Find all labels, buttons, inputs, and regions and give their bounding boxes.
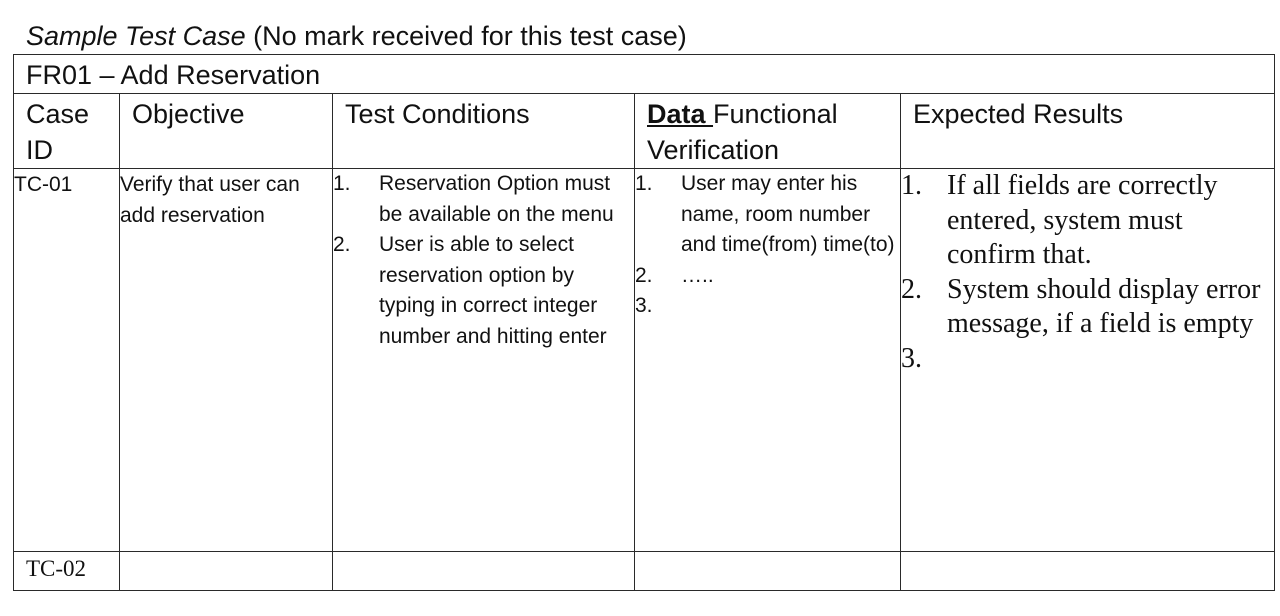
empty-cell xyxy=(899,551,1276,591)
list-item: 3. xyxy=(635,294,653,317)
test-conditions-cell: 1.Reservation Option must be available o… xyxy=(332,168,635,552)
expected-results-list: 1.If all fields are correctly entered, s… xyxy=(901,169,1274,376)
header-expected-label: Expected Results xyxy=(913,99,1124,129)
header-data-bold: Data xyxy=(647,99,714,129)
list-item: 2.User is able to select reservation opt… xyxy=(333,233,607,348)
empty-cell xyxy=(634,551,901,591)
table-row: TC-01 Verify that user can add reservati… xyxy=(13,168,1276,552)
sample-test-case-heading: Sample Test Case (No mark received for t… xyxy=(26,18,687,54)
header-test-conditions: Test Conditions xyxy=(332,93,635,169)
header-case-id-label: Case ID xyxy=(26,99,90,165)
test-conditions-list: 1.Reservation Option must be available o… xyxy=(333,169,634,352)
heading-italic: Sample Test Case xyxy=(26,21,246,51)
requirement-title: FR01 – Add Reservation xyxy=(12,54,1276,94)
empty-cell xyxy=(119,551,333,591)
list-item: 1.Reservation Option must be available o… xyxy=(333,172,614,226)
header-objective: Objective xyxy=(119,93,333,169)
case-id-cell: TC-01 xyxy=(13,168,120,552)
header-data-verification: Data Functional Verification xyxy=(634,93,901,169)
heading-note: (No mark received for this test case) xyxy=(245,21,687,51)
header-data-rest: Functional Verification xyxy=(647,99,838,165)
empty-cell xyxy=(332,551,635,591)
header-objective-label: Objective xyxy=(132,99,245,129)
objective-cell: Verify that user can add reservation xyxy=(119,168,333,552)
list-item: 3. xyxy=(901,342,922,374)
expected-results-cell: 1.If all fields are correctly entered, s… xyxy=(899,168,1276,552)
test-case-table: FR01 – Add Reservation Case ID Objective… xyxy=(12,54,1276,591)
data-verification-cell: 1.User may enter his name, room number a… xyxy=(634,168,901,552)
table-row: TC-02 xyxy=(13,551,1276,591)
header-expected-results: Expected Results xyxy=(899,93,1276,169)
list-item: 2.System should display error message, i… xyxy=(901,273,1261,340)
list-item: 1.If all fields are correctly entered, s… xyxy=(901,170,1218,270)
header-test-conditions-label: Test Conditions xyxy=(345,99,530,129)
list-item: 2.….. xyxy=(635,263,714,287)
case-id-cell: TC-02 xyxy=(13,551,120,591)
header-case-id: Case ID xyxy=(13,93,120,169)
list-item: 1.User may enter his name, room number a… xyxy=(635,172,895,256)
data-verification-list: 1.User may enter his name, room number a… xyxy=(635,169,900,322)
